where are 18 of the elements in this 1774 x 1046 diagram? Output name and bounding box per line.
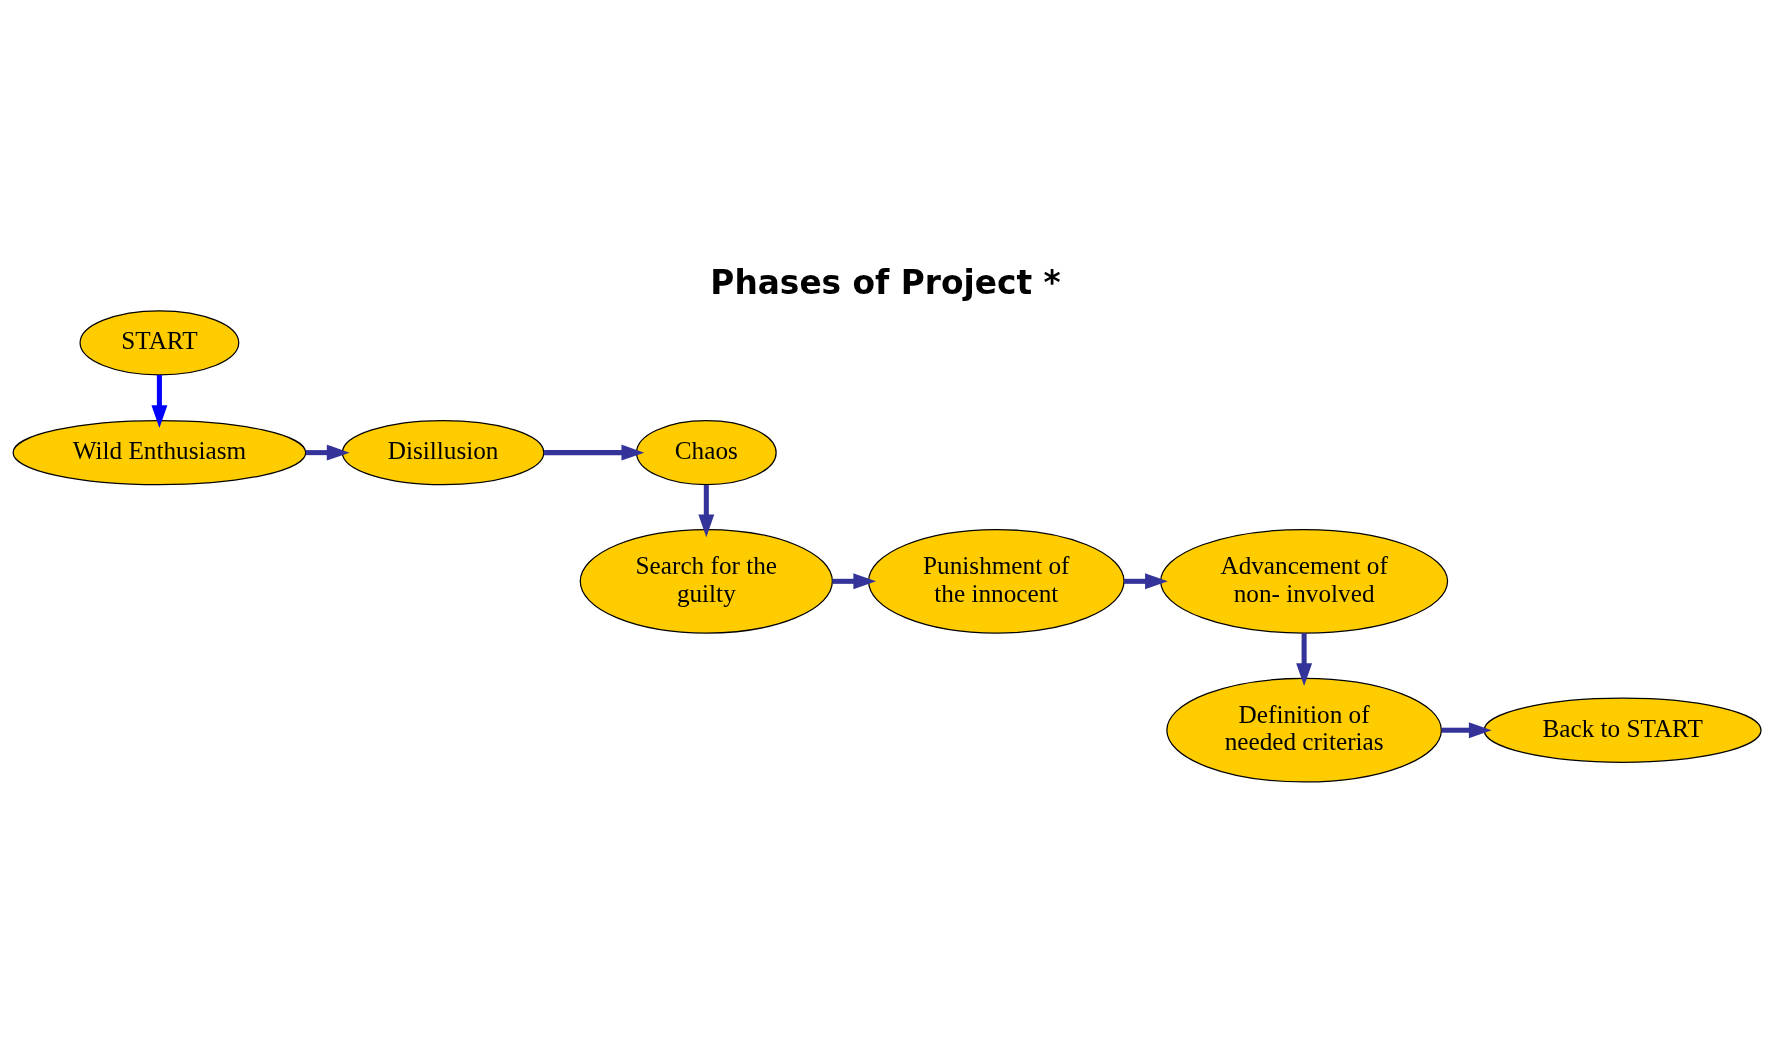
diagram-title: Phases of Project * xyxy=(710,264,1061,303)
node-ellipse: Back to START xyxy=(1483,697,1762,763)
arrow xyxy=(305,444,350,461)
node-ellipse: Punishment of the innocent xyxy=(867,528,1125,634)
node-ellipse: START xyxy=(79,310,240,376)
arrow xyxy=(1296,633,1313,687)
arrow xyxy=(1123,573,1168,590)
arrow xyxy=(832,573,877,590)
arrow xyxy=(698,485,715,538)
node-ellipse: Disillusion xyxy=(341,419,545,486)
arrow xyxy=(151,375,168,429)
node-ellipse: Chaos xyxy=(635,419,777,486)
arrow xyxy=(544,444,645,461)
node-ellipse: Wild Enthusiasm xyxy=(12,419,307,486)
node-ellipse: Search for the guilty xyxy=(579,528,833,634)
node-ellipse: Advancement of non- involved xyxy=(1160,528,1449,634)
arrow xyxy=(1441,722,1492,739)
node-ellipse: Definition of needed criterias xyxy=(1166,677,1442,783)
